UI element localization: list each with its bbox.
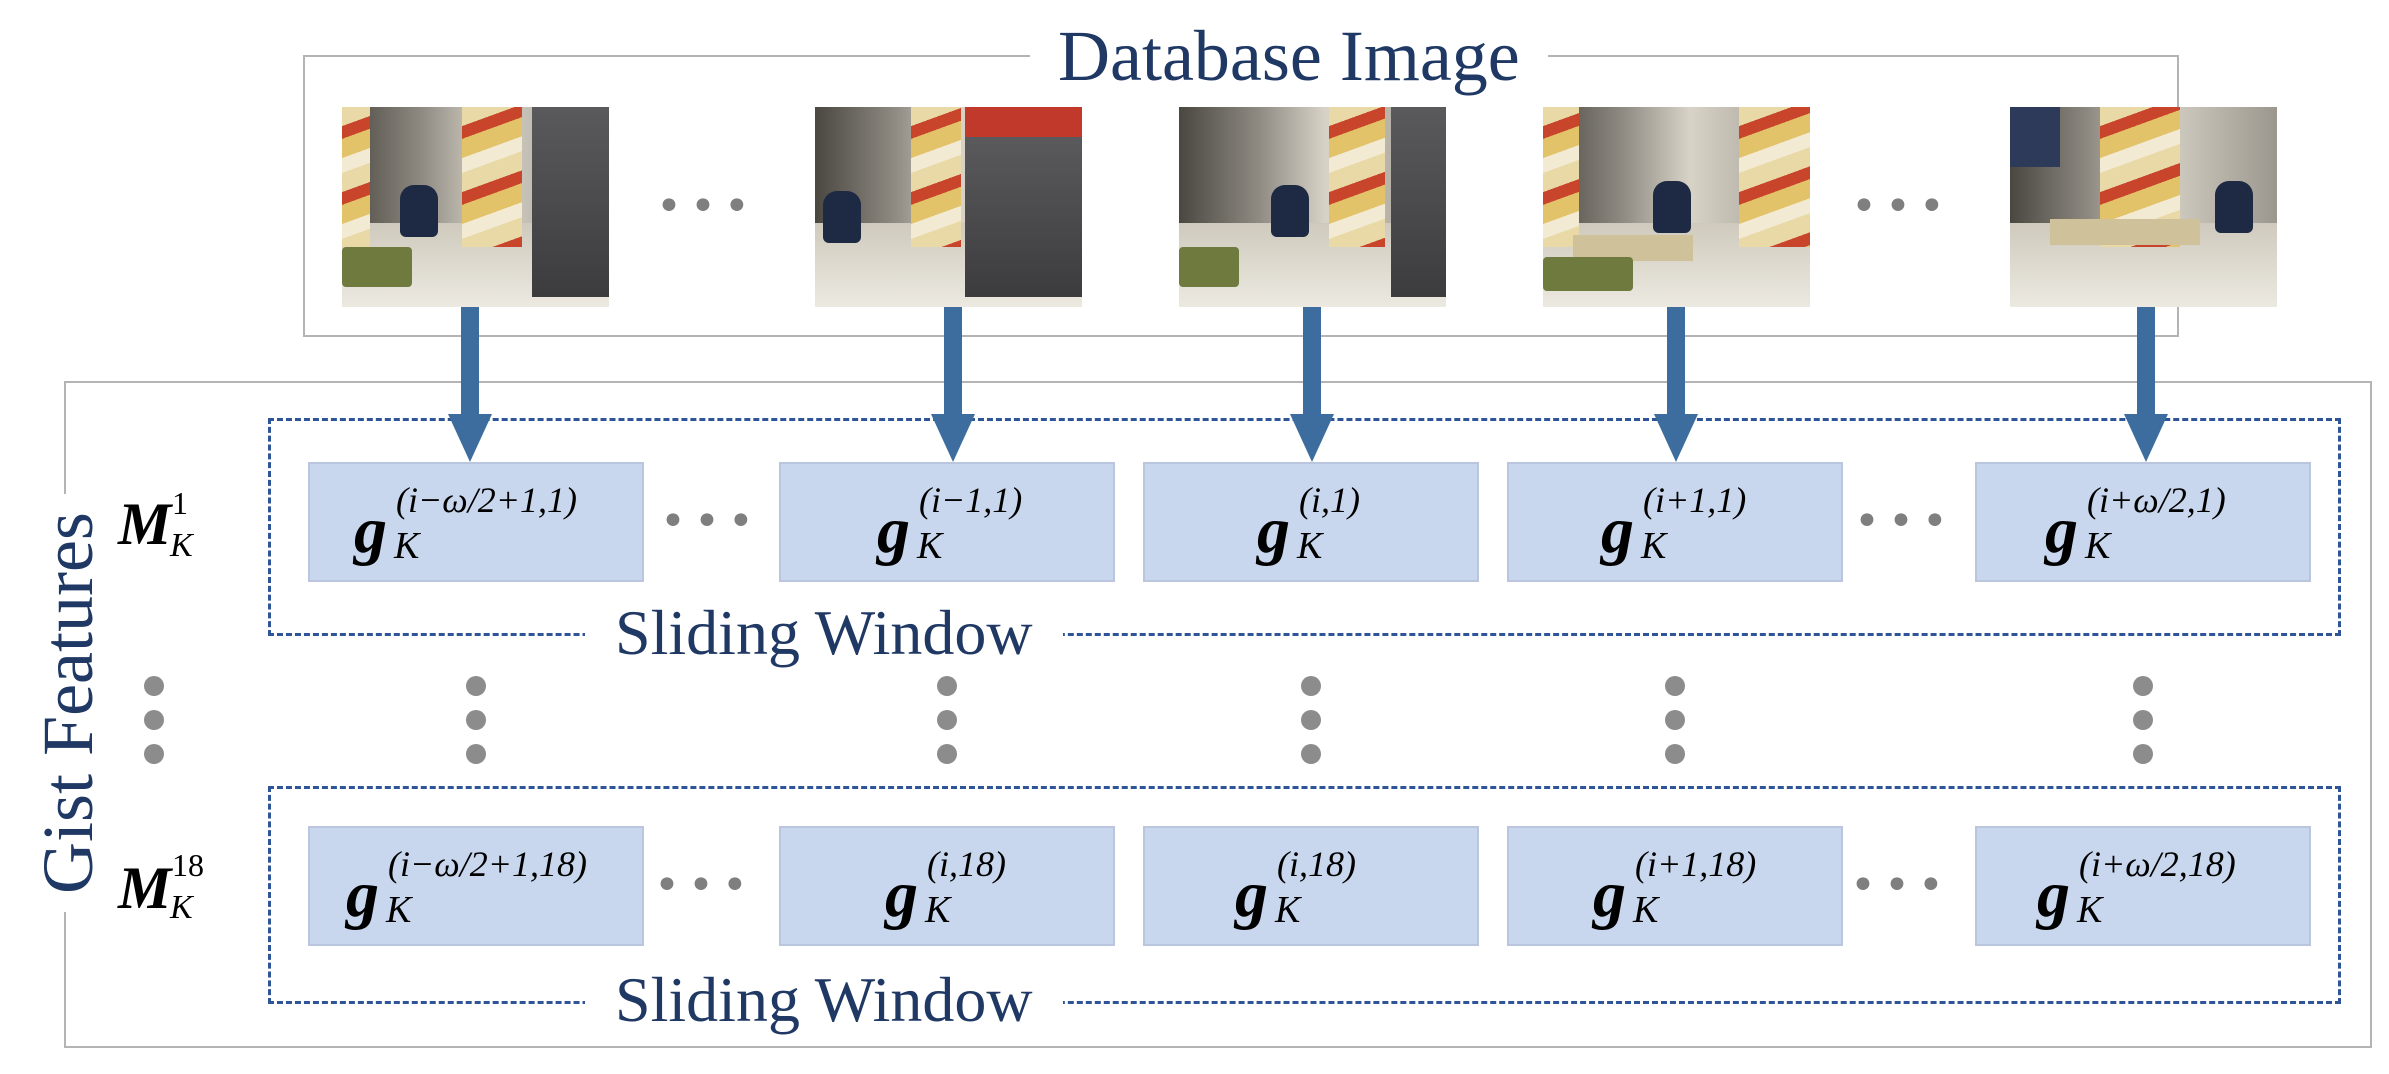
row-label-m1-sub: K <box>170 527 193 564</box>
feature-box-r1-c2: g (i−1,1) K <box>779 462 1115 582</box>
row-label-m18-main: M <box>118 855 172 921</box>
feature-r1-c3-sup: (i,1) <box>1299 480 1360 520</box>
arrow-3 <box>1290 307 1334 462</box>
arrow-4 <box>1654 307 1698 462</box>
database-thumbnail-4 <box>1543 107 1810 307</box>
sliding-window-row-18 <box>268 786 2341 1004</box>
feature-r18-c4-main: g <box>1593 858 1626 931</box>
sliding-window-label-18: Sliding Window <box>585 965 1063 1035</box>
feature-box-r1-c3: g (i,1) K <box>1143 462 1479 582</box>
arrow-5 <box>2124 307 2168 462</box>
feature-r18-c1-main: g <box>346 858 379 931</box>
row18-ellipsis-right: ••• <box>1850 860 1952 911</box>
feature-r1-c1-main: g <box>354 494 387 567</box>
feature-r18-c3-main: g <box>1235 858 1268 931</box>
feature-r18-c2-main: g <box>885 858 918 931</box>
feature-r1-c2-sub: K <box>917 525 943 567</box>
feature-r18-c5-sub: K <box>2077 889 2103 931</box>
feature-r1-c1-sub: K <box>394 525 420 567</box>
feature-r18-c5-main: g <box>2037 858 2070 931</box>
feature-r18-c2-sup: (i,18) <box>927 844 1006 884</box>
feature-r1-c4-sub: K <box>1641 525 1667 567</box>
feature-box-r18-c1: g (i−ω/2+1,18) K <box>308 826 644 946</box>
row1-ellipsis-right: ••• <box>1854 496 1956 547</box>
feature-r1-c5-sub: K <box>2085 525 2111 567</box>
feature-box-r1-c5: g (i+ω/2,1) K <box>1975 462 2311 582</box>
feature-r18-c2-sub: K <box>925 889 951 931</box>
feature-r1-c2-main: g <box>877 494 910 567</box>
row1-ellipsis-left: ••• <box>660 496 762 547</box>
thumbnail-ellipsis-left: ••• <box>656 181 758 232</box>
feature-box-r1-c4: g (i+1,1) K <box>1507 462 1843 582</box>
row-label-m1-sup: 1 <box>172 485 188 521</box>
feature-r1-c3-sub: K <box>1297 525 1323 567</box>
arrow-2 <box>931 307 975 462</box>
feature-r1-c1-sup: (i−ω/2+1,1) <box>396 480 577 520</box>
feature-box-r18-c5: g (i+ω/2,18) K <box>1975 826 2311 946</box>
row18-ellipsis-left: ••• <box>654 860 756 911</box>
feature-r18-c4-sub: K <box>1633 889 1659 931</box>
row-label-m18-sub: K <box>170 889 193 926</box>
feature-r18-c3-sup: (i,18) <box>1277 844 1356 884</box>
feature-r18-c5-sup: (i+ω/2,18) <box>2079 844 2236 884</box>
thumbnail-ellipsis-right: ••• <box>1851 181 1953 232</box>
feature-r18-c4-sup: (i+1,18) <box>1635 844 1757 884</box>
feature-r1-c4-sup: (i+1,1) <box>1643 480 1747 520</box>
feature-box-r18-c3: g (i,18) K <box>1143 826 1479 946</box>
feature-r1-c5-sup: (i+ω/2,1) <box>2087 480 2226 520</box>
feature-r1-c2-sup: (i−1,1) <box>919 480 1023 520</box>
database-thumbnail-3 <box>1179 107 1446 307</box>
feature-box-r1-c1: g (i−ω/2+1,1) K <box>308 462 644 582</box>
arrow-1 <box>448 307 492 462</box>
feature-r1-c3-main: g <box>1257 494 1290 567</box>
feature-box-r18-c2: g (i,18) K <box>779 826 1115 946</box>
feature-r18-c1-sub: K <box>386 889 412 931</box>
row-label-m18-sup: 18 <box>172 847 204 883</box>
database-thumbnail-5 <box>2010 107 2277 307</box>
feature-r18-c3-sub: K <box>1275 889 1301 931</box>
database-image-title: Database Image <box>1030 16 1548 96</box>
row-label-m1-main: M <box>118 491 172 557</box>
feature-r18-c1-sup: (i−ω/2+1,18) <box>388 844 587 884</box>
database-thumbnail-2 <box>815 107 1082 307</box>
sliding-window-label-1: Sliding Window <box>585 598 1063 668</box>
feature-r1-c4-main: g <box>1601 494 1634 567</box>
database-thumbnail-1 <box>342 107 609 307</box>
feature-box-r18-c4: g (i+1,18) K <box>1507 826 1843 946</box>
feature-r1-c5-main: g <box>2045 494 2078 567</box>
